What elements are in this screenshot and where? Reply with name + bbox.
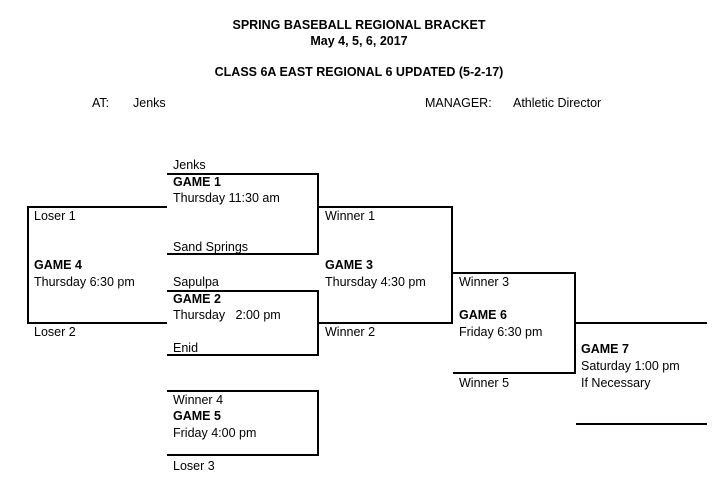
game7-bottom-line [576, 423, 707, 425]
game5-label: GAME 5 [173, 409, 221, 423]
game3-bottom-line [319, 322, 453, 324]
game5-top-line [167, 390, 319, 392]
game4-bottom-line [27, 322, 167, 324]
game5-bottom-line [167, 454, 319, 456]
manager-value: Athletic Director [513, 96, 602, 110]
game5-team-bottom: Loser 3 [173, 459, 215, 473]
game1-label: GAME 1 [173, 175, 221, 189]
game4-top-line [27, 206, 167, 208]
game1-right-line [317, 173, 319, 255]
game6-bottom-line [453, 372, 576, 374]
game4-label: GAME 4 [34, 258, 82, 272]
game7-top-line [576, 322, 707, 324]
game2-team-top: Sapulpa [173, 275, 219, 289]
game6-team-top: Winner 3 [459, 275, 510, 289]
game6-time: Friday 6:30 pm [459, 325, 543, 339]
bracket-title: SPRING BASEBALL REGIONAL BRACKET [232, 18, 486, 32]
game1-time: Thursday 11:30 am [173, 191, 280, 205]
game3-team-bottom: Winner 2 [325, 325, 376, 339]
game5-team-top: Winner 4 [173, 393, 224, 407]
game4-team-bottom: Loser 2 [34, 325, 76, 339]
game4-left-line [27, 206, 29, 324]
game3-time: Thursday 4:30 pm [325, 275, 426, 289]
game7-note: If Necessary [581, 376, 651, 390]
game5-time: Friday 4:00 pm [173, 426, 257, 440]
game2-team-bottom: Enid [173, 341, 199, 355]
game3-label: GAME 3 [325, 258, 373, 272]
game3-top-line [319, 206, 453, 208]
game4-team-top: Loser 1 [34, 209, 76, 223]
game1-team-top: Jenks [173, 158, 206, 172]
game6-top-line [453, 272, 576, 274]
game5-right-line [317, 390, 319, 456]
game6-right-line [574, 272, 576, 374]
game6-label: GAME 6 [459, 308, 507, 322]
game2-top-line [167, 290, 319, 292]
game2-time: Thursday 2:00 pm [173, 308, 281, 322]
game1-top-line [167, 173, 319, 175]
game2-label: GAME 2 [173, 292, 221, 306]
game7-time: Saturday 1:00 pm [581, 359, 680, 373]
game6-team-bottom: Winner 5 [459, 376, 510, 390]
game4-time: Thursday 6:30 pm [34, 275, 135, 289]
game2-bottom-line [167, 354, 319, 356]
game3-team-top: Winner 1 [325, 209, 376, 223]
at-value: Jenks [133, 96, 166, 110]
game2-right-line [317, 290, 319, 356]
bracket-dates: May 4, 5, 6, 2017 [310, 34, 408, 48]
class-regional-title: CLASS 6A EAST REGIONAL 6 UPDATED (5-2-17… [214, 65, 504, 79]
game7-label: GAME 7 [581, 342, 629, 356]
game3-right-line [451, 206, 453, 324]
manager-label: MANAGER: [425, 96, 492, 110]
game1-team-bottom: Sand Springs [173, 240, 249, 254]
game1-bottom-line [167, 253, 319, 255]
at-label: AT: [92, 96, 110, 110]
